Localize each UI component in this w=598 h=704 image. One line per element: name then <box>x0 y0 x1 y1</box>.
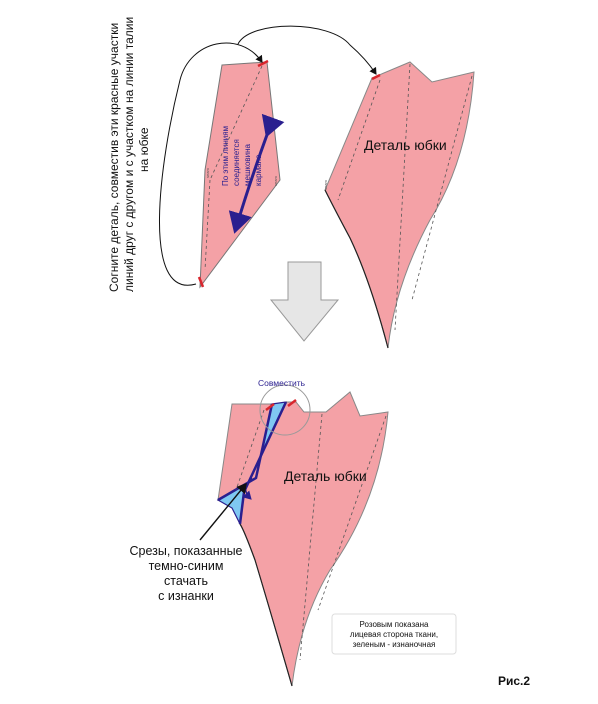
pocket-tiny-label: seam <box>205 168 210 178</box>
red-mark-bottom-2 <box>287 399 297 407</box>
curved-arrow-pocket-corner <box>159 42 263 286</box>
align-label: Совместить <box>258 378 306 388</box>
skirt-piece-top: seam <box>323 61 475 349</box>
legend-line-2: лицевая сторона ткани, <box>350 630 438 639</box>
down-arrow <box>269 261 340 342</box>
skirt-red-mark-top <box>371 73 381 81</box>
instruction-line-1: Согните деталь, совместив эти красные уч… <box>107 23 121 292</box>
callout-line-1: Срезы, показанные <box>129 544 242 558</box>
red-mark-bottom-corner <box>197 276 205 288</box>
pocket-tiny-label-right: seam <box>273 176 278 186</box>
callout-line-3: стачать <box>164 574 208 588</box>
figure-label: Рис.2 <box>498 674 530 688</box>
combined-piece-bottom <box>216 391 389 687</box>
skirt-label-bottom: Деталь юбки <box>284 468 367 484</box>
fold-instruction: Согните деталь, совместив эти красные уч… <box>107 17 151 292</box>
skirt-tiny-label: seam <box>323 180 328 190</box>
join-line-2: соединяется <box>232 139 241 186</box>
red-mark-bottom-1 <box>265 403 275 411</box>
curved-arrow-to-skirt <box>237 25 377 75</box>
instruction-line-3: на юбке <box>137 127 151 172</box>
callout-line-4: с изнанки <box>158 589 214 603</box>
legend-line-1: Розовым показана <box>360 620 429 629</box>
callout-arrow <box>199 482 247 541</box>
join-line-1: По этим линиям <box>221 126 230 186</box>
align-circle <box>259 384 311 436</box>
legend-note: Розовым показана лицевая сторона ткани, … <box>331 613 457 655</box>
skirt-label-top: Деталь юбки <box>364 137 447 153</box>
instruction-line-2: линий друг с другом и с участком на лини… <box>122 17 136 292</box>
seam-callout: Срезы, показанные темно-синим стачать с … <box>129 544 242 603</box>
legend-line-3: зеленым - изнаночная <box>353 640 436 649</box>
red-mark-top-corner <box>257 59 269 68</box>
seam-line-navy-2 <box>217 403 274 502</box>
navy-double-arrow <box>228 113 285 234</box>
callout-line-2: темно-синим <box>149 559 224 573</box>
